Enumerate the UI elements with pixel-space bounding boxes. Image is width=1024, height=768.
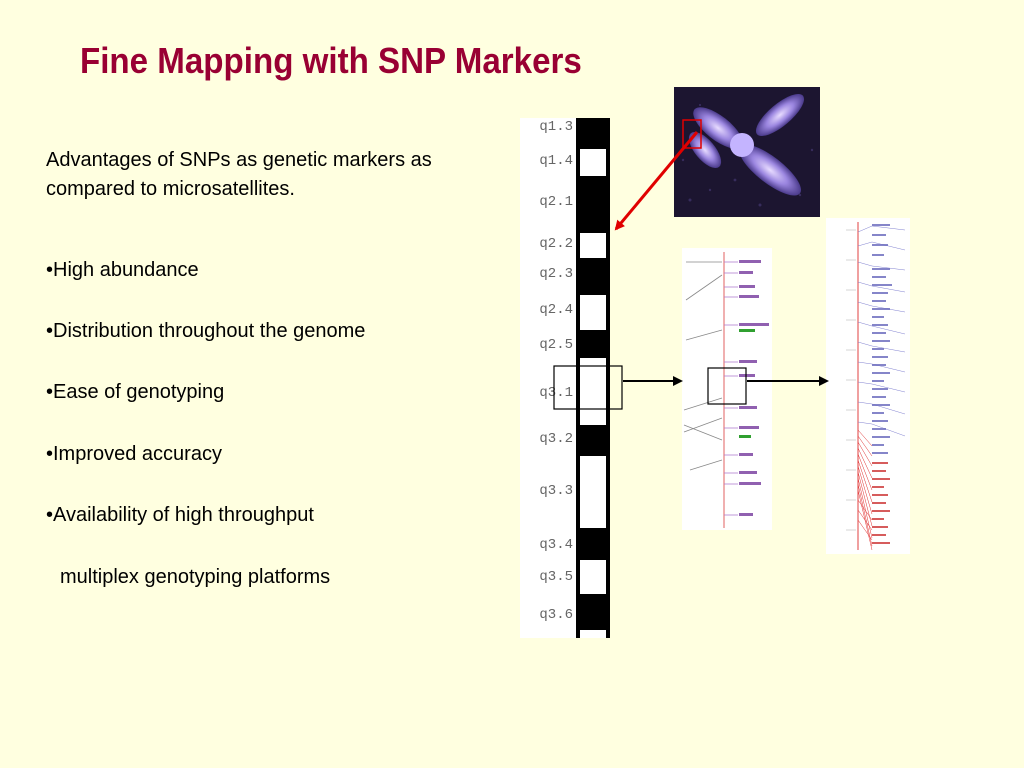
band-label: q2.1 (539, 194, 573, 210)
chromosome-band (580, 149, 606, 176)
band-label: q3.3 (539, 483, 573, 499)
slide-title: Fine Mapping with SNP Markers (80, 40, 582, 81)
bullet-item: •High abundance (46, 259, 199, 281)
region-highlight-box (553, 365, 623, 410)
bullet-item: •Distribution throughout the genome (46, 320, 366, 342)
band-label: q3.5 (539, 569, 573, 585)
chromosome-band (580, 295, 606, 330)
band-label: q2.5 (539, 337, 573, 353)
chromosome-band (580, 630, 606, 638)
band-label: q2.2 (539, 236, 573, 252)
band-label: q2.3 (539, 266, 573, 282)
band-label: q3.4 (539, 537, 573, 553)
chromosome-band (580, 456, 606, 528)
bullet-item: •Availability of high throughput (46, 504, 314, 526)
chromosome-band (580, 233, 606, 258)
pointer-arrow (614, 131, 699, 231)
bullet-item: •Ease of genotyping (46, 381, 225, 403)
region-highlight-box (707, 367, 747, 405)
locus-marker-box (682, 119, 702, 149)
chromosome-band (580, 358, 606, 425)
map-panel (682, 248, 772, 530)
bullet-item: multiplex genotyping platforms (60, 566, 331, 588)
band-label: q3.6 (539, 607, 573, 623)
band-label: q1.3 (539, 119, 573, 135)
band-label: q3.1 (539, 385, 573, 401)
band-label: q1.4 (539, 153, 573, 169)
chromosome-photo (674, 87, 820, 217)
map-panel (826, 218, 910, 554)
band-label: q3.2 (539, 431, 573, 447)
snp-dense-map (826, 218, 910, 554)
bullet-item: •Improved accuracy (46, 443, 222, 465)
band-label: q2.4 (539, 302, 573, 318)
chromosome-ideogram: q1.3 q1.4 q2.1 q2.2 q2.3 q2.4 q2.5 q3.1 … (520, 118, 623, 638)
chromosome-band (580, 560, 606, 594)
genetic-map-middle (682, 248, 772, 530)
intro-text: Advantages of SNPs as genetic markers as… (46, 149, 432, 200)
chromosome-arms (688, 93, 805, 196)
